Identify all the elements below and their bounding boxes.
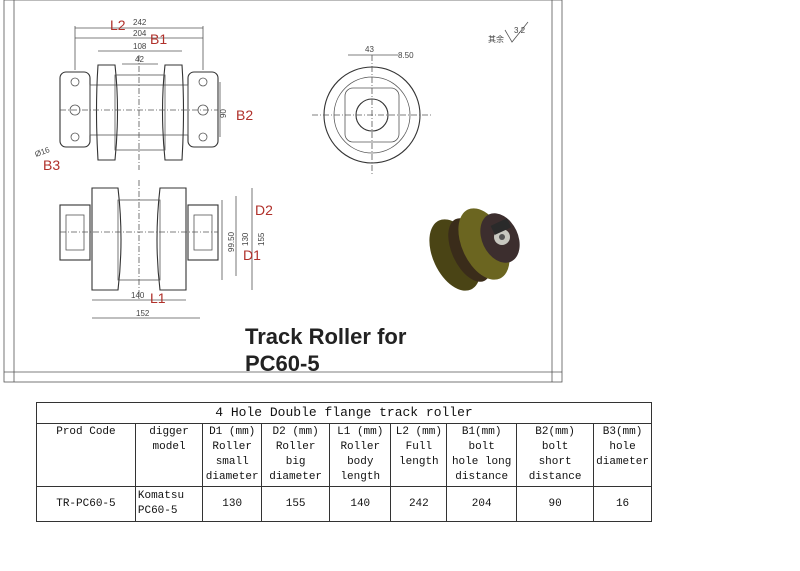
dim-152: 152 (136, 309, 150, 318)
roughness-value: 3.2 (514, 26, 526, 35)
table-title: 4 Hole Double flange track roller (36, 402, 652, 424)
header-cell-line: length (399, 456, 439, 468)
dim-204: 204 (133, 29, 147, 38)
header-cell: L1 (mm) Roller body length (329, 423, 392, 487)
header-cell: Prod Code (36, 423, 136, 487)
header-cell-line: small (215, 456, 249, 468)
technical-drawing: 242 204 108 42 90 Ø16 L2 B1 B2 B3 43 8.5… (3, 0, 563, 383)
header-cell-line: B3(mm) (602, 426, 643, 438)
header-cell-line: B2(mm) (535, 426, 575, 438)
header-cell-line: diameter (269, 471, 323, 483)
header-cell-line: model (152, 441, 186, 453)
front-dimensions: 99.50 130 155 140 152 (92, 188, 266, 319)
roughness-symbol-icon (504, 21, 529, 43)
label-d1: D1 (243, 247, 261, 263)
heading-line-1: Track Roller for (245, 324, 407, 349)
table-cell: 130 (202, 486, 263, 522)
spec-table: 4 Hole Double flange track roller Prod C… (36, 402, 652, 522)
dim-130: 130 (241, 232, 250, 246)
header-cell-line: length (340, 471, 381, 483)
header-cell: digger model (134, 423, 204, 487)
table-cell: TR-PC60-5 (36, 486, 136, 522)
heading-line-2: PC60-5 (245, 351, 320, 376)
dim-90: 90 (219, 109, 228, 118)
product-heading: Track Roller for PC60-5 (245, 323, 406, 377)
header-cell-line: D2 (mm) (272, 426, 319, 438)
label-b3: B3 (43, 157, 60, 173)
dim-108: 108 (133, 42, 147, 51)
header-cell: D2 (mm) Roller big diameter (261, 423, 331, 487)
label-b2: B2 (236, 107, 253, 123)
table-cell: 16 (593, 486, 652, 522)
header-cell: B2(mm) bolt short distance (516, 423, 595, 487)
header-cell-line: hole long (451, 456, 512, 468)
header-cell-line: distance (528, 471, 582, 483)
header-cell-line: Prod Code (56, 426, 116, 438)
drawing-frame (3, 0, 563, 383)
table-cell: 204 (446, 486, 518, 522)
table-cell: 140 (329, 486, 392, 522)
table-title-row: 4 Hole Double flange track roller (36, 402, 652, 424)
header-cell-line: Roller (340, 441, 381, 453)
header-cell-line: short (538, 456, 572, 468)
header-cell-line: Full (405, 441, 433, 453)
header-cell-line: hole (609, 441, 636, 453)
roller-3d-image (429, 208, 520, 291)
table-cell: 155 (261, 486, 331, 522)
label-b1: B1 (150, 31, 167, 47)
table-cell: 90 (516, 486, 595, 522)
dim-99-50: 99.50 (227, 231, 236, 252)
label-l1: L1 (150, 290, 166, 306)
dim-42: 42 (135, 55, 144, 64)
dim-242: 242 (133, 18, 147, 27)
header-cell-line: D1 (mm) (209, 426, 256, 438)
header-cell-line: diameter (205, 471, 259, 483)
end-view: 43 8.50 (312, 45, 432, 175)
header-cell-line: L2 (mm) (395, 426, 442, 438)
label-l2: L2 (110, 17, 126, 33)
dim-155: 155 (257, 232, 266, 246)
dim-8-50: 8.50 (398, 51, 414, 60)
header-cell-line: body (347, 456, 374, 468)
header-cell: B1(mm) bolt hole long distance (446, 423, 518, 487)
header-cell-line: L1 (mm) (337, 426, 384, 438)
label-d2: D2 (255, 202, 273, 218)
dim-140: 140 (131, 291, 145, 300)
header-cell-line: digger (149, 426, 189, 438)
front-view (59, 180, 219, 300)
header-cell: B3(mm) hole diameter (593, 423, 652, 487)
header-cell-line: bolt (468, 441, 495, 453)
dim-43: 43 (365, 45, 374, 54)
header-cell-line: Roller (212, 441, 252, 453)
header-cell-line: bolt (541, 441, 569, 453)
header-cell-line: distance (455, 471, 509, 483)
table-cell: Komatsu PC60-5 (134, 486, 204, 522)
header-cell-line: diameter (596, 456, 649, 468)
table-cell: 242 (390, 486, 448, 522)
header-cell: D1 (mm) Roller small diameter (202, 423, 263, 487)
header-cell-line: B1(mm) (461, 426, 502, 438)
top-view (59, 55, 219, 170)
top-dimensions: 242 204 108 42 90 Ø16 (34, 18, 228, 159)
roughness-note: 其余 (488, 34, 504, 44)
header-cell: L2 (mm) Full length (390, 423, 448, 487)
header-cell-line: Roller big (275, 441, 316, 468)
